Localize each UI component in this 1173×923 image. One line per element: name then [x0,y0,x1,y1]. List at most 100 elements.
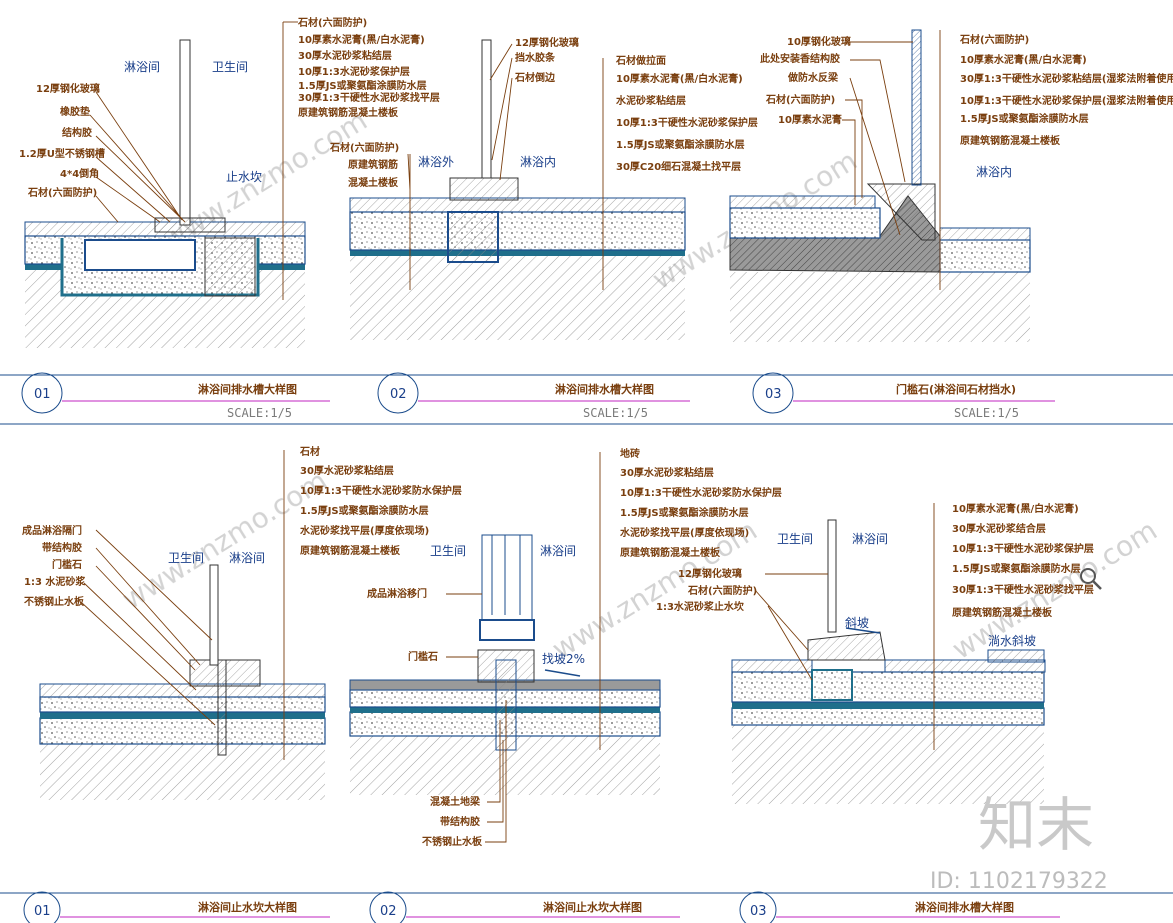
detail-number: 01 [34,904,51,919]
part-label: 门槛石 [52,558,82,571]
annotation-label: 找坡2% [542,652,585,666]
panel-1-right-labels: 石材(六面防护) 10厚素水泥膏(黑/白水泥膏) 30厚水泥砂浆粘结层 10厚1… [283,16,440,119]
part-label: 石材倒边 [514,71,556,84]
room-label: 淋浴内 [976,165,1012,179]
part-label: 不锈钢止水板 [24,595,85,608]
part-label: 此处安装香结构胶 [760,52,840,65]
panel-4-section [39,450,326,800]
layer-label: 1.5厚JS或聚氨酯涂膜防水层 [300,504,429,517]
room-label: 淋浴间 [229,551,265,565]
layer-label: 30厚水泥砂浆粘结层 [300,464,394,477]
layer-label: 10厚1:3干硬性水泥砂浆保护层(湿浆法附着使用) [960,94,1173,107]
panel-2-section [349,39,686,340]
panel-4-right-labels: 石材 30厚水泥砂浆粘结层 10厚1:3干硬性水泥砂浆防水保护层 1.5厚JS或… [299,445,462,557]
layer-label: 原建筑钢筋混凝土楼板 [620,546,721,559]
part-label: 石材(六面防护) [687,584,757,597]
detail-number: 01 [34,387,51,402]
panel-5-left-labels: 成品淋浴移门 门槛石 [367,587,482,663]
part-label: 12厚钢化玻璃 [678,567,742,580]
layer-label: 30厚1:3干硬性水泥砂浆粘结层(湿浆法附着使用) [960,72,1173,85]
panel-2-rooms: 淋浴外 淋浴内 [418,155,556,169]
layer-label: 1.5厚JS或聚氨酯涂膜防水层 [952,562,1081,575]
detail-number: 03 [750,904,767,919]
panel-6-section [731,503,1046,804]
room-label: 卫生间 [430,544,466,558]
part-label: 不锈钢止水板 [422,835,483,848]
part-label: 成品淋浴隔门 [22,524,82,537]
layer-label: 1.5厚JS或聚氨酯涂膜防水层 [620,506,749,519]
room-label: 卫生间 [777,532,813,546]
part-label: 挡水胶条 [515,51,556,64]
annotation-label: 淌水斜坡 [988,634,1036,648]
layer-label: 原建筑钢筋混凝土楼板 [298,106,399,119]
part-label: 做防水反梁 [787,71,839,84]
panel-6-rooms: 卫生间 淋浴间 斜坡 淌水斜坡 [777,532,1036,648]
part-label: 带结构胶 [440,815,480,828]
layer-label: 10厚1:3干硬性水泥砂浆防水保护层 [620,486,782,499]
part-label: 石材(六面防护) [765,93,835,106]
panel-1-section [24,22,306,348]
part-label: 原建筑钢筋 [348,158,398,171]
layer-label: 10厚素水泥膏(黑/白水泥膏) [960,53,1087,66]
part-label: 10厚钢化玻璃 [787,35,851,48]
panel-1-rooms: 淋浴间 卫生间 止水坎 [124,60,262,184]
part-label: 1:3水泥砂浆止水坎 [656,600,745,613]
part-label: 石材(六面防护) [329,141,399,154]
layer-label: 水泥砂浆找平层(厚度依现场) [299,524,429,537]
layer-label: 水泥砂浆粘结层 [615,94,686,107]
layer-label: 10厚1:3干硬性水泥砂浆保护层 [616,116,758,129]
part-label: 1:3 水泥砂浆 [24,575,86,588]
part-label: 门槛石 [408,650,438,663]
panel-3-section [729,29,1031,342]
panel-5-right-labels: 地砖 30厚水泥砂浆粘结层 10厚1:3干硬性水泥砂浆防水保护层 1.5厚JS或… [619,447,782,559]
panel-3-left-labels: 10厚钢化玻璃 此处安装香结构胶 做防水反梁 石材(六面防护) 10厚素水泥膏 [760,35,913,236]
layer-label: 1.5厚JS或聚氨酯涂膜防水层 [616,138,745,151]
panel-5-section [349,452,661,795]
layer-label: 10厚素水泥膏(黑/白水泥膏) [298,33,425,46]
panel-4-rooms: 卫生间 淋浴间 [168,551,265,565]
room-label: 淋浴间 [124,60,160,74]
layer-label: 10厚1:3干硬性水泥砂浆保护层 [952,542,1094,555]
layer-label: 30厚1:3干硬性水泥砂浆找平层 [952,583,1094,596]
annotation-label: 斜坡 [845,616,869,630]
layer-label: 原建筑钢筋混凝土楼板 [300,544,401,557]
room-label: 卫生间 [168,551,204,565]
annotation-label: 止水坎 [226,170,262,184]
panel-5-rooms: 卫生间 淋浴间 找坡2% [430,544,585,666]
detail-title: 淋浴间排水槽大样图 [915,900,1014,914]
layer-label: 10厚1:3干硬性水泥砂浆防水保护层 [300,484,462,497]
layer-label: 1.5厚JS或聚氨酯涂膜防水层 [960,112,1089,125]
detail-number: 02 [380,904,397,919]
magnifier-icon[interactable] [1080,568,1102,590]
room-label: 淋浴外 [418,155,454,169]
title-strip-bottom: 01 淋浴间止水坎大样图 02 淋浴间止水坎大样图 03 淋浴间排水槽大样图 [0,891,1173,923]
panel-2-left-labels: 石材(六面防护) 原建筑钢筋 混凝土楼板 [329,141,411,290]
title-strip-top: 01 淋浴间排水槽大样图 SCALE:1/5 02 淋浴间排水槽大样图 SCAL… [0,372,1173,425]
part-label: 10厚素水泥膏 [778,113,842,126]
layer-label: 地砖 [620,447,640,460]
panel-2-right-labels: 石材做拉面 10厚素水泥膏(黑/白水泥膏) 水泥砂浆粘结层 10厚1:3干硬性水… [615,54,758,173]
panel-4-left-labels: 成品淋浴隔门 带结构胶 门槛石 1:3 水泥砂浆 不锈钢止水板 [22,524,216,726]
layer-label: 原建筑钢筋混凝土楼板 [960,134,1061,147]
panel-6-left-labels: 12厚钢化玻璃 石材(六面防护) 1:3水泥砂浆止水坎 [656,567,828,681]
layer-label: 石材(六面防护) [297,16,367,29]
layer-label: 30厚C20细石混凝土找平层 [616,160,741,173]
layer-label: 10厚素水泥膏(黑/白水泥膏) [616,72,743,85]
brand-watermark: 知末 [978,791,1094,859]
layer-label: 30厚水泥砂浆粘结层 [620,466,714,479]
part-label: 橡胶垫 [60,105,90,118]
layer-label: 原建筑钢筋混凝土楼板 [952,606,1053,619]
image-id-watermark: ID: 1102179322 [930,869,1108,894]
part-label: 石材(六面防护) [27,186,97,199]
layer-label: 石材(六面防护) [959,33,1029,46]
room-label: 淋浴间 [540,544,576,558]
detail-number: 03 [765,387,782,402]
layer-label: 石材 [299,445,320,458]
panel-3-rooms: 淋浴内 [976,165,1012,179]
part-label: 12厚钢化玻璃 [36,82,100,95]
detail-title: 淋浴间排水槽大样图 [198,382,297,396]
detail-title: 门槛石(淋浴间石材挡水) [896,382,1016,396]
part-label: 12厚钢化玻璃 [515,36,579,49]
detail-scale: SCALE:1/5 [954,406,1019,420]
panel-6-right-labels: 10厚素水泥膏(黑/白水泥膏) 30厚水泥砂浆结合层 10厚1:3干硬性水泥砂浆… [952,502,1094,619]
